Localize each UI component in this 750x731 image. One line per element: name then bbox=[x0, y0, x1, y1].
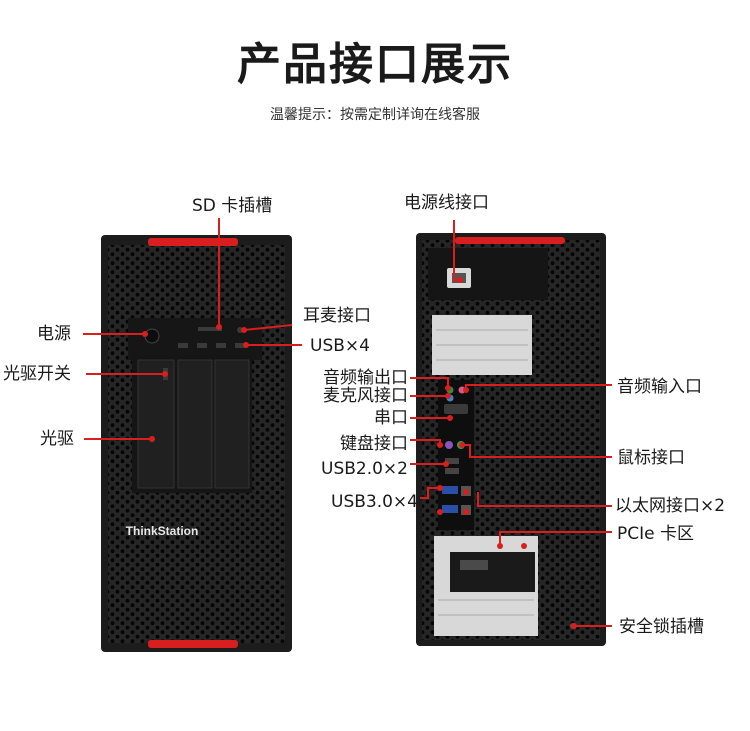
front-tower: ThinkStation bbox=[101, 235, 292, 652]
label-ethernet: 以太网接口×2 bbox=[615, 496, 726, 516]
brand-logo: ThinkStation bbox=[126, 524, 199, 538]
front-bottom-red-handle bbox=[148, 640, 238, 648]
optical-drive-bay bbox=[137, 359, 175, 489]
label-audio-out: 音频输出口 bbox=[323, 368, 408, 388]
front-callout-dots bbox=[142, 324, 249, 442]
label-audio-in: 音频输入口 bbox=[617, 377, 702, 397]
label-serial: 串口 bbox=[374, 408, 408, 428]
label-usb3: USB3.0×4 bbox=[331, 492, 418, 512]
label-power-cord: 电源线接口 bbox=[404, 193, 489, 213]
label-front-usb: USB×4 bbox=[310, 336, 370, 356]
label-lock: 安全锁插槽 bbox=[619, 617, 704, 637]
rear-tower bbox=[416, 233, 606, 646]
sd-slot-icon bbox=[198, 327, 222, 331]
page-subtitle: 温馨提示：按需定制详询在线客服 bbox=[270, 107, 480, 123]
front-top-red-handle bbox=[148, 238, 238, 246]
label-pcie: PCIe 卡区 bbox=[617, 524, 694, 544]
label-usb2: USB2.0×2 bbox=[321, 459, 408, 479]
rear-callout-dots bbox=[437, 277, 577, 629]
label-power: 电源 bbox=[37, 324, 71, 344]
page-title: 产品接口展示 bbox=[237, 39, 513, 90]
front-callout-lines bbox=[83, 218, 302, 440]
label-odd: 光驱 bbox=[40, 429, 74, 449]
label-odd-switch: 光驱开关 bbox=[3, 364, 71, 384]
label-sd-slot: SD 卡插槽 bbox=[192, 196, 273, 216]
label-headset: 耳麦接口 bbox=[303, 306, 371, 326]
label-mouse: 鼠标接口 bbox=[617, 448, 685, 468]
label-keyboard: 键盘接口 bbox=[340, 434, 408, 454]
label-mic: 麦克风接口 bbox=[323, 386, 408, 406]
